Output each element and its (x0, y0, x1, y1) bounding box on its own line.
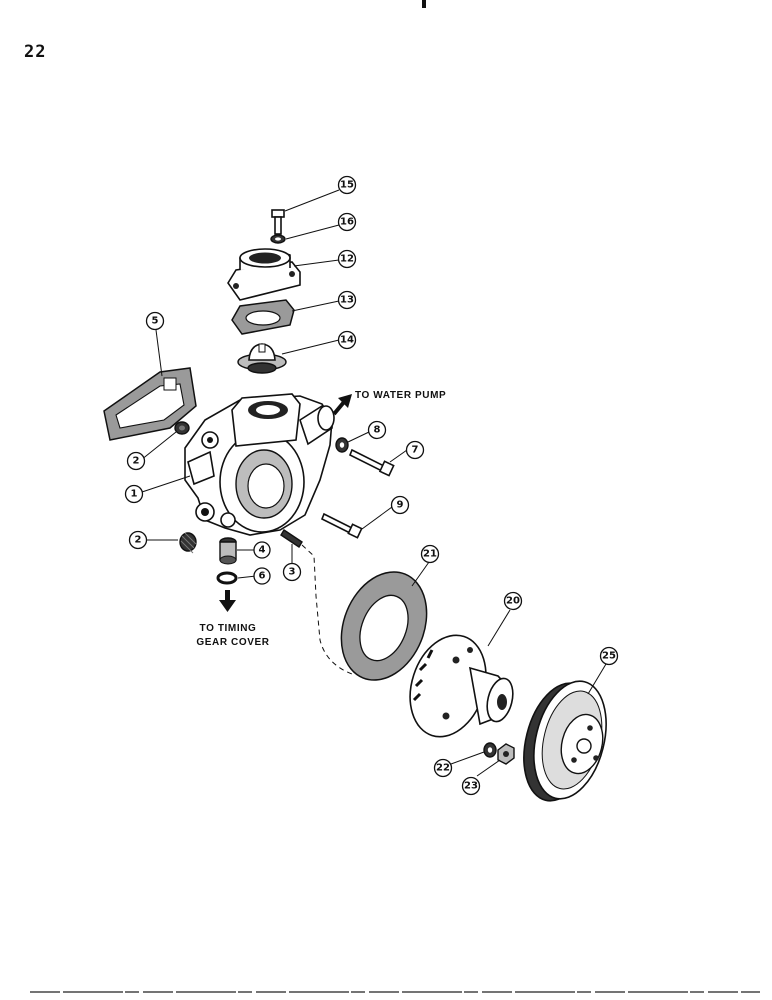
callout-12-label: 12 (340, 254, 354, 265)
note-to-timing-line1: TO TIMING (200, 623, 257, 634)
callout-9-label: 9 (397, 500, 404, 511)
bolt-part-7 (348, 448, 395, 477)
callout-15-label: 15 (340, 180, 354, 191)
housing-body-part-1 (184, 393, 335, 536)
callout-6: 6 (253, 567, 271, 585)
callout-25-label: 25 (602, 651, 616, 662)
callout-1-label: 1 (131, 489, 138, 500)
callout-1: 1 (124, 484, 144, 504)
leader-lines (140, 189, 607, 777)
note-to-water-pump: TO WATER PUMP (355, 390, 446, 401)
callout-15: 15 (337, 175, 357, 195)
bolt-part-15 (271, 209, 285, 235)
callout-3: 3 (282, 562, 302, 582)
callout-23-label: 23 (464, 781, 478, 792)
callout-2-lower-label: 2 (135, 535, 142, 546)
callout-23: 23 (461, 776, 481, 796)
o-ring-part-6 (216, 571, 238, 585)
callout-16-label: 16 (340, 217, 354, 228)
callout-8-label: 8 (374, 425, 381, 436)
arrow-to-water-pump (332, 394, 352, 416)
callout-13-label: 13 (340, 295, 354, 306)
registration-mark (422, 0, 426, 8)
lock-washer-part-16 (270, 234, 286, 244)
bolt-part-9 (320, 512, 363, 539)
callout-2-lower: 2 (128, 530, 148, 550)
pipe-plug-part-2-lower (179, 532, 197, 554)
callout-7-label: 7 (412, 445, 419, 456)
callout-5: 5 (145, 311, 165, 331)
callout-9: 9 (390, 495, 410, 515)
callout-16: 16 (337, 212, 357, 232)
callout-2-upper-label: 2 (133, 456, 140, 467)
callout-12: 12 (337, 249, 357, 269)
note-to-timing-line2: GEAR COVER (196, 637, 269, 648)
pulley-part-25 (523, 680, 607, 802)
fitting-part-4 (219, 537, 237, 565)
callout-22: 22 (433, 758, 453, 778)
callout-5-label: 5 (152, 316, 159, 327)
callout-8: 8 (367, 420, 387, 440)
gasket-part-13 (231, 299, 295, 335)
arrow-to-timing-gear-cover (219, 590, 236, 612)
water-pump-part-20 (409, 634, 514, 738)
washer-part-22 (483, 742, 497, 758)
washer-part-8 (335, 437, 349, 453)
pipe-plug-part-2-upper (174, 421, 190, 435)
callout-6-label: 6 (259, 571, 266, 582)
callout-25: 25 (599, 646, 619, 666)
callout-4-label: 4 (259, 545, 266, 556)
callout-7: 7 (405, 440, 425, 460)
gasket-part-5 (103, 367, 197, 441)
nut-part-23 (497, 743, 515, 765)
alignment-dash-line (301, 544, 353, 675)
callout-20-label: 20 (506, 596, 520, 607)
thermostat-part-14 (237, 343, 287, 374)
callout-20: 20 (503, 591, 523, 611)
callout-22-label: 22 (436, 763, 450, 774)
callout-14-label: 14 (340, 335, 354, 346)
page-number: 22 (24, 42, 47, 62)
callout-2-upper: 2 (126, 451, 146, 471)
thermostat-housing-part-12 (227, 248, 301, 301)
stud-part-3 (280, 529, 303, 548)
callout-21: 21 (420, 544, 440, 564)
callout-13: 13 (337, 290, 357, 310)
callout-3-label: 3 (289, 567, 296, 578)
gasket-part-21 (340, 571, 428, 681)
callout-4: 4 (253, 541, 271, 559)
callout-21-label: 21 (423, 549, 437, 560)
callout-14: 14 (337, 330, 357, 350)
